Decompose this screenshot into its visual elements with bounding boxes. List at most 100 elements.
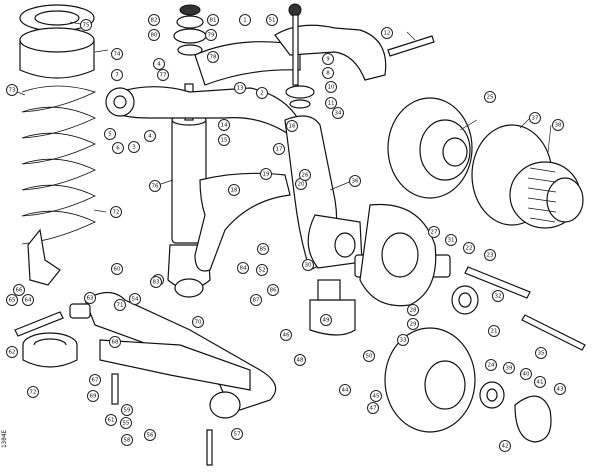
callout-number: 19 [263,171,270,177]
callout-number: 26 [302,172,309,178]
callout-46: 46 [280,329,292,341]
callout-circle [535,347,547,359]
callout-82: 82 [148,14,160,26]
callout-87: 87 [250,294,262,306]
grease-cap [514,395,552,443]
callout-circle [294,354,306,366]
callout-circle [520,368,532,380]
callout-number: 20 [298,181,305,187]
callout-30: 30 [302,259,314,271]
callout-number: 83 [153,279,160,285]
callout-69: 69 [87,390,99,402]
callout-circle [484,249,496,261]
callout-number: 86 [270,287,277,293]
callout-circle [320,314,332,326]
callout-circle [256,87,268,99]
callout-circle [322,67,334,79]
callout-circle [407,318,419,330]
callout-circle [325,97,337,109]
callout-49: 49 [320,314,332,326]
callout-number: 57 [234,431,241,437]
callout-42: 42 [499,440,511,452]
callout-number: 25 [487,94,494,100]
callout-74: 74 [111,48,123,60]
callout-circle [257,243,269,255]
callout-circle [325,81,337,93]
callout-circle [503,362,515,374]
callout-52: 52 [256,264,268,276]
callout-circle [89,374,101,386]
callout-6a: 6 [112,142,124,154]
callout-71: 71 [114,299,126,311]
callout-76: 76 [149,180,161,192]
callout-circle [234,82,246,94]
callout-number: 56 [147,432,154,438]
callout-circle [428,226,440,238]
callout-number: 36 [352,178,359,184]
callout-38: 38 [552,119,564,131]
callout-circle [349,175,361,187]
callout-circle [120,417,132,429]
callout-number: 18 [231,187,238,193]
callout-number: 72 [113,209,120,215]
callout-4a: 4 [153,58,165,70]
callout-circle [6,346,18,358]
upper-ball-joint [274,3,387,109]
callout-number: 12 [384,30,391,36]
callout-circle [6,84,18,96]
callout-number: 79 [208,32,215,38]
callout-65: 65 [6,294,18,306]
wire-wheel-adaptor [471,124,584,229]
callout-number: 13 [237,85,244,91]
callout-17a: 17 [273,143,285,155]
callout-number: 63 [87,295,94,301]
callout-circle [299,169,311,181]
callout-number: 15 [221,137,228,143]
callout-number: 37 [532,115,539,121]
callout-circle [111,48,123,60]
callout-number: 32 [495,293,502,299]
callout-circle [110,206,122,218]
callout-48: 48 [294,354,306,366]
callout-number: 67 [92,377,99,383]
callout-number: 34 [335,110,342,116]
callout-circle [484,91,496,103]
callout-10: 10 [325,81,337,93]
callout-86: 86 [267,284,279,296]
callout-circle [266,14,278,26]
callout-circle [207,51,219,63]
callout-number: 2 [260,90,264,96]
callout-circle [381,27,393,39]
callout-circle [286,120,298,132]
callout-number: 62 [9,349,16,355]
callout-number: 50 [366,353,373,359]
top-mount-stack [173,4,207,56]
callout-circle [256,264,268,276]
coil-spring [21,85,97,245]
callout-number: 48 [297,357,304,363]
callout-circle [192,316,204,328]
callout-84: 84 [237,262,249,274]
callout-circle [367,402,379,414]
callout-number: 24 [488,362,495,368]
callout-number: 69 [90,393,97,399]
callout-83: 83 [150,276,162,288]
callout-67: 67 [89,374,101,386]
callout-number: 51 [269,17,276,23]
callout-number: 47 [370,405,377,411]
callout-59: 59 [121,404,133,416]
callout-number: 68 [112,339,119,345]
callout-circle [114,299,126,311]
callout-61: 61 [105,414,117,426]
callout-circle [111,69,123,81]
callout-1a: 1 [239,14,251,26]
callout-circle [84,292,96,304]
callout-circle [267,284,279,296]
callout-number: 44 [342,387,349,393]
callout-number: 4 [157,61,161,67]
callout-circle [370,390,382,402]
callout-circle [250,294,262,306]
callout-85: 85 [257,243,269,255]
disc-hub-lower [384,327,476,433]
callout-79a: 79 [205,29,217,41]
